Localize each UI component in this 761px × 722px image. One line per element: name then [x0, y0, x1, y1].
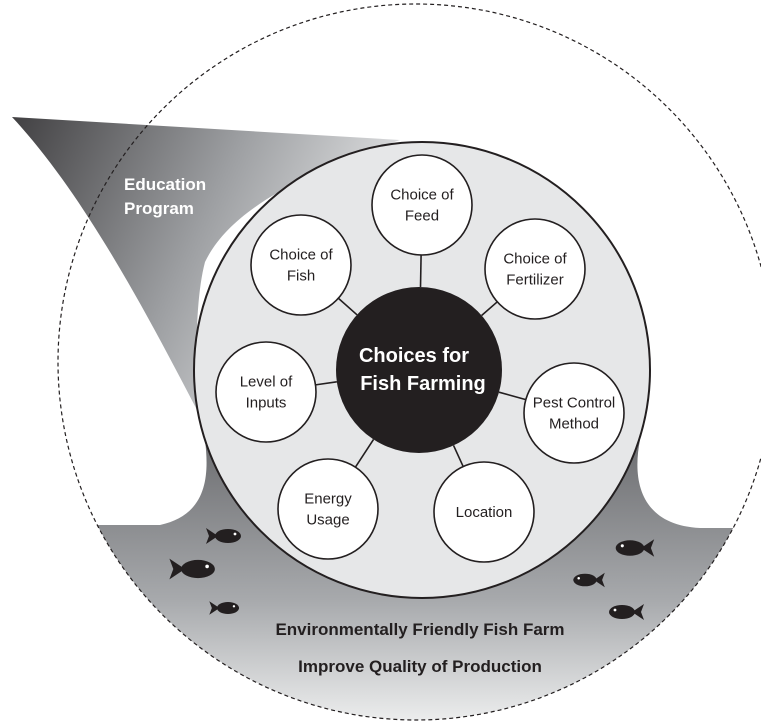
node-label-pest-control-method-2: Method [549, 416, 599, 433]
node-label-energy-usage-2: Usage [306, 512, 349, 529]
node-label-choice-of-fertilizer-2: Fertilizer [506, 272, 564, 289]
node-label-pest-control-method-1: Pest Control [533, 395, 616, 412]
node-choice-of-feed [371, 154, 473, 256]
node-energy-usage [277, 458, 379, 560]
node-level-of-inputs [215, 341, 317, 443]
node-label-choice-of-fish-1: Choice of [269, 247, 333, 264]
node-choice-of-fertilizer [484, 218, 586, 320]
node-label-level-of-inputs-1: Level of [240, 374, 293, 391]
education-program-cone [12, 117, 400, 410]
fish-icon [206, 528, 241, 544]
education-label-line1: Education [124, 175, 206, 194]
node-label-choice-of-fertilizer-1: Choice of [503, 251, 567, 268]
connector-4 [452, 445, 464, 467]
bottom-label-line2: Improve Quality of Production [298, 657, 542, 676]
node-label-level-of-inputs-2: Inputs [246, 395, 287, 412]
fish-icon [169, 558, 215, 580]
connector-5 [354, 439, 375, 468]
center-node [336, 287, 502, 453]
node-choice-of-fish [250, 214, 352, 316]
node-pest-control-method [523, 362, 625, 464]
fish-icon [209, 601, 240, 615]
node-label-choice-of-feed-1: Choice of [390, 187, 454, 204]
fish-group [169, 528, 655, 620]
connectors [315, 254, 527, 468]
outer-boundary-circle [57, 3, 761, 721]
node-label-energy-usage-1: Energy [304, 491, 352, 508]
fish-icon [609, 604, 644, 620]
bottom-label-line1: Environmentally Friendly Fish Farm [275, 620, 564, 639]
center-label-line1: Choices for [359, 345, 469, 367]
connector-6 [315, 381, 337, 386]
connector-3 [498, 391, 527, 401]
connector-7 [337, 297, 358, 316]
connector-2 [481, 301, 498, 317]
node-label-choice-of-fish-2: Fish [287, 268, 315, 285]
node-location [433, 461, 535, 563]
fish-icon [573, 572, 605, 588]
connector-1 [419, 254, 422, 288]
fish-icon [615, 539, 655, 557]
node-label-choice-of-feed-2: Feed [405, 208, 439, 225]
node-label-location-1: Location [456, 504, 513, 521]
education-label-line2: Program [124, 199, 194, 218]
center-label-line2: Fish Farming [360, 373, 486, 395]
